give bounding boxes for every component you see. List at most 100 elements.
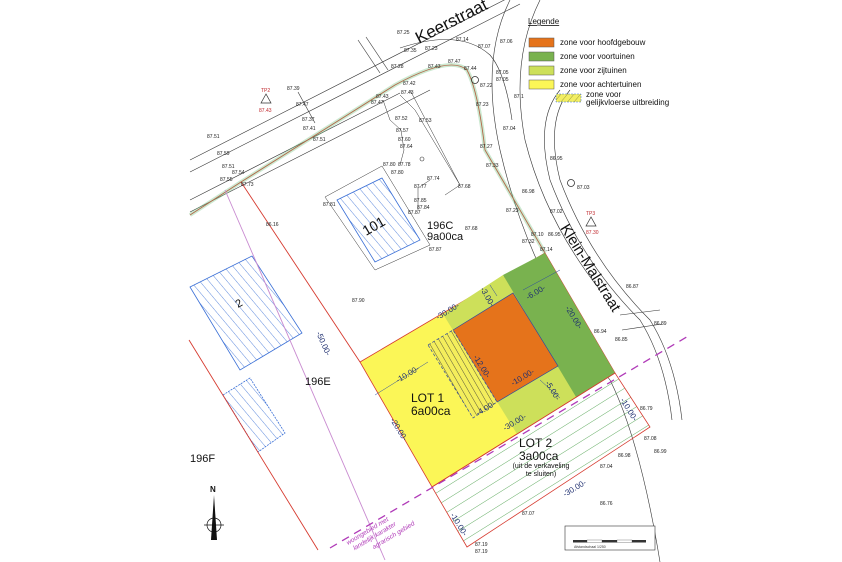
lot-2-name: LOT 2 (519, 436, 552, 450)
dimension-label: -50.00- (314, 330, 333, 357)
legend-label-achtertuinen: zone voor achtertuinen (560, 80, 641, 89)
survey-point-tp3: TP3 87.30 (585, 211, 599, 236)
elevation-label: 87.52 (395, 116, 408, 122)
legend-swatch-achtertuinen (528, 79, 555, 90)
scale-bar-label: Afstandschaal 1/250 (574, 545, 606, 549)
building-2 (189, 255, 303, 371)
lot-2-area (431, 372, 651, 548)
elevation-label: 87.59 (217, 151, 230, 157)
elevation-label: 87.47 (296, 102, 309, 108)
elevation-label: 87.43 (428, 64, 441, 70)
zone-border-label: woongebied met landelijk karakter agrari… (345, 516, 416, 552)
elevation-label: 86.94 (594, 329, 607, 335)
parcel-boundaries (188, 63, 691, 561)
elevation-label: 86.85 (615, 337, 628, 343)
elevation-label: 86.89 (654, 321, 667, 327)
elevation-label: 87.47 (371, 100, 384, 106)
elevation-label: 87.53 (419, 118, 432, 124)
elevation-label: 87.22 (480, 83, 493, 89)
triangle-marker-icon (260, 93, 272, 104)
elevation-label: 87.07 (478, 44, 491, 50)
elevation-label: 87.43 (401, 90, 414, 96)
lot-2-note-2: te sluiten) (526, 471, 556, 478)
legend-swatch-uitbreiding (555, 93, 582, 103)
elevation-label: 87.68 (465, 226, 478, 232)
parcel-196e-label: 196E (305, 376, 331, 388)
elevation-label: 87.02 (550, 209, 563, 215)
elevation-label: 87.80 (391, 170, 404, 176)
elevation-label: 87.05 (496, 70, 509, 76)
legend-label-voortuinen: zone voor voortuinen (560, 52, 635, 61)
elevation-label: 87.55 (220, 177, 233, 183)
tp3-elevation: 87.30 (586, 230, 599, 236)
elevation-label: 87.44 (464, 66, 477, 72)
measurement-lines (324, 89, 461, 271)
elevation-label: 86.98 (522, 189, 535, 195)
elevation-label: 86.95 (550, 156, 563, 162)
parcel-196c-area: 9a00ca (427, 231, 464, 243)
elevation-label: 87.87 (429, 247, 442, 253)
elevation-label: 87.14 (540, 247, 553, 253)
north-arrow-icon (211, 495, 217, 540)
elevation-label: 87.04 (600, 464, 613, 470)
elevation-label: 87.19 (475, 549, 488, 555)
elevation-label: 87.60 (398, 137, 411, 143)
dimension-lines (374, 269, 561, 399)
manhole-icon (567, 179, 575, 187)
elevation-label: 87.68 (458, 184, 471, 190)
elevation-label: 87.10 (531, 232, 544, 238)
elevation-label: 87.32 (522, 239, 535, 245)
parcel-196c-label: 196C (427, 220, 453, 232)
elevation-label: 87.43 (376, 94, 389, 100)
elevation-label: 87.23 (476, 102, 489, 108)
elevation-label: 86.87 (626, 284, 639, 290)
elevation-label: 87.81 (323, 202, 336, 208)
elevation-label: 87.87 (408, 210, 421, 216)
manhole-icon (471, 76, 479, 84)
building-annex (222, 377, 286, 453)
elevation-label: 86.98 (618, 453, 631, 459)
elevation-label: 87.51 (313, 137, 326, 143)
elevation-label: 87.42 (403, 81, 416, 87)
north-label: N (210, 485, 216, 494)
elevation-label: 87.90 (352, 298, 365, 304)
lot-2-area: 3a00ca (519, 449, 559, 463)
legend-title: Legende (528, 17, 560, 26)
elevation-label: 86.99 (654, 449, 667, 455)
elevation-label: 87.14 (456, 37, 469, 43)
elevation-label: 87.23 (425, 46, 438, 52)
keerstraat-road (189, 0, 521, 213)
elevation-label: 87.80 (383, 162, 396, 168)
elevation-label: 87.85 (414, 198, 427, 204)
elevation-label: 87.25 (397, 30, 410, 36)
elevation-label: 87.08 (644, 436, 657, 442)
elevation-label: 87.06 (500, 39, 513, 45)
zone-gelijkvloerse-uitbreiding (427, 329, 498, 419)
legend-swatch-zijtuinen (528, 65, 555, 76)
legend-label-uitbreiding-1: zone voor (586, 90, 621, 99)
elevation-label: 87.37 (302, 117, 315, 123)
building-101 (336, 177, 421, 263)
elevation-label: 87.1 (514, 94, 524, 100)
legend-swatch-voortuinen (528, 51, 555, 62)
elevation-label: 87.64 (400, 144, 413, 150)
building-2-label: 2 (234, 297, 245, 310)
elevation-label: 87.23 (506, 208, 519, 214)
lot-1-area: 6a00ca (411, 404, 451, 418)
zone-voortuin (503, 253, 615, 397)
elevation-label: 86.76 (600, 501, 613, 507)
elevation-label: 87.51 (207, 134, 220, 140)
elevation-label: 87.04 (503, 126, 516, 132)
elevation-label: 87.19 (475, 542, 488, 548)
legend-swatch-hoofdgebouw (528, 37, 555, 48)
tp2-elevation: 87.43 (259, 108, 272, 114)
elevation-label: 86.16 (266, 222, 279, 228)
north-arrow: N (204, 485, 224, 540)
elevation-label: 87.57 (396, 128, 409, 134)
elevation-label: 87.05 (496, 77, 509, 83)
elevation-label: 87.39 (287, 86, 300, 92)
elevation-label: 87.41 (303, 126, 316, 132)
tp3-name: TP3 (586, 211, 595, 217)
